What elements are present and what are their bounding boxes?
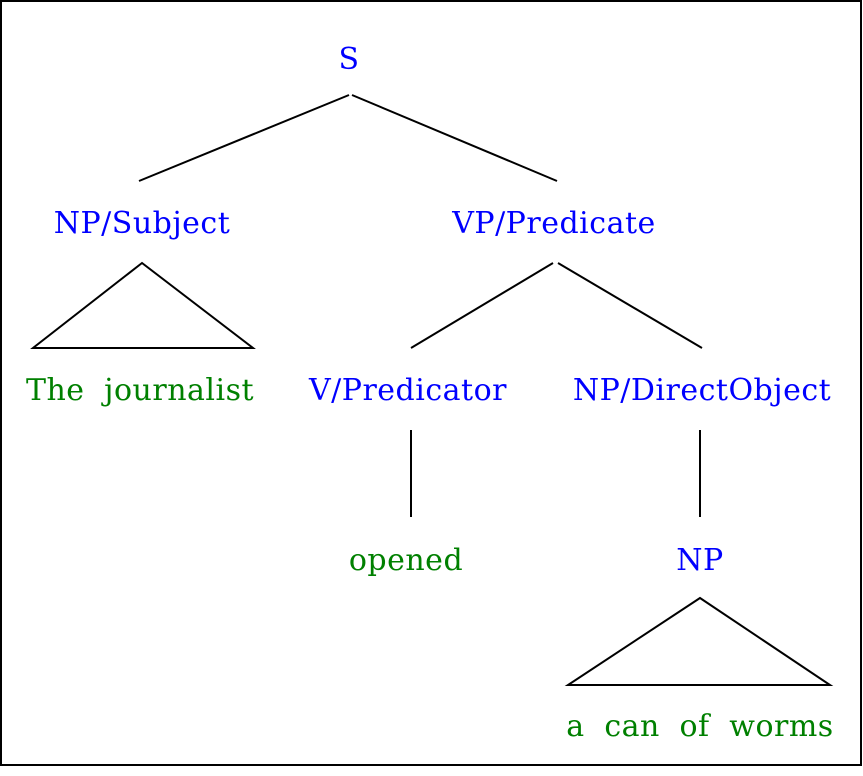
- node-vp-predicate: VP/Predicate: [452, 206, 656, 241]
- leaf-a-can-of-worms: a can of worms: [566, 709, 834, 744]
- node-np-directobject: NP/DirectObject: [572, 373, 832, 408]
- edge-vp-v-predicator: [410, 262, 554, 349]
- node-np: NP: [676, 543, 724, 578]
- edge-vp-np-directobject: [557, 262, 703, 349]
- leaf-the-journalist: The journalist: [25, 373, 255, 408]
- triangle-np-subject: [30, 261, 256, 349]
- edge-s-np-subject: [138, 94, 350, 182]
- node-np-subject: NP/Subject: [53, 206, 231, 241]
- edge-s-vp-predicate: [351, 94, 558, 182]
- leaf-opened: opened: [348, 543, 464, 578]
- node-v-predicator: V/Predicator: [309, 373, 507, 408]
- triangle-np-object: [564, 596, 834, 686]
- node-s: S: [338, 42, 360, 77]
